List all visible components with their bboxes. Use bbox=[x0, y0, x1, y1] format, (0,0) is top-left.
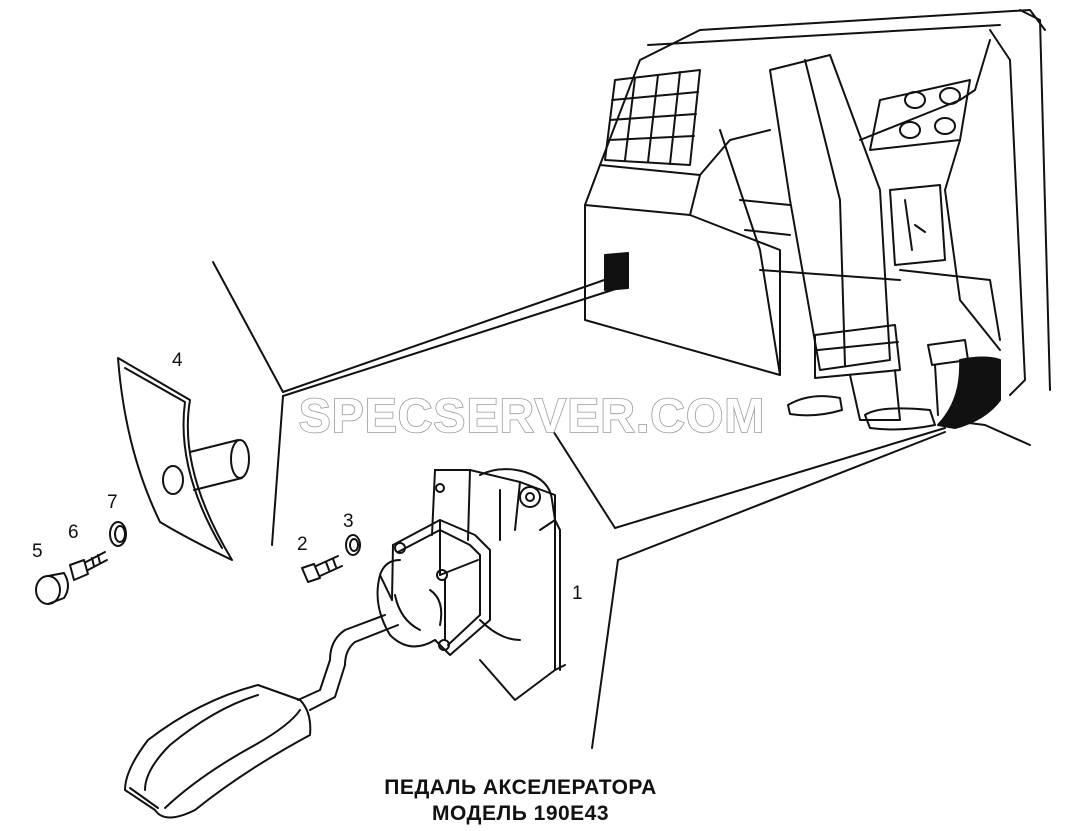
part-5-cap bbox=[35, 572, 69, 605]
part-7-washer bbox=[109, 521, 127, 547]
cab-interior bbox=[584, 9, 1051, 446]
callout-3: 3 bbox=[343, 511, 354, 532]
part-2-bolt bbox=[301, 555, 343, 583]
callout-5: 5 bbox=[32, 541, 43, 562]
caption-title: ПЕДАЛЬ АКСЕЛЕРАТОРА bbox=[384, 776, 657, 799]
caption-model: МОДЕЛЬ 190E43 bbox=[431, 802, 610, 825]
callout-6: 6 bbox=[68, 522, 79, 543]
leader-lines bbox=[212, 261, 946, 749]
part-1-pedal-assembly bbox=[124, 468, 566, 819]
callout-4: 4 bbox=[172, 350, 183, 371]
callout-1: 1 bbox=[572, 583, 583, 604]
part-6-screw bbox=[69, 551, 108, 581]
callout-7: 7 bbox=[107, 492, 118, 513]
callout-labels: 1 2 3 4 5 6 7 bbox=[32, 350, 583, 604]
part-3-washer bbox=[345, 534, 361, 556]
watermark-text: SPECSERVER.COM bbox=[299, 390, 766, 443]
part-4-cover-plate bbox=[117, 357, 250, 561]
callout-2: 2 bbox=[297, 534, 308, 555]
